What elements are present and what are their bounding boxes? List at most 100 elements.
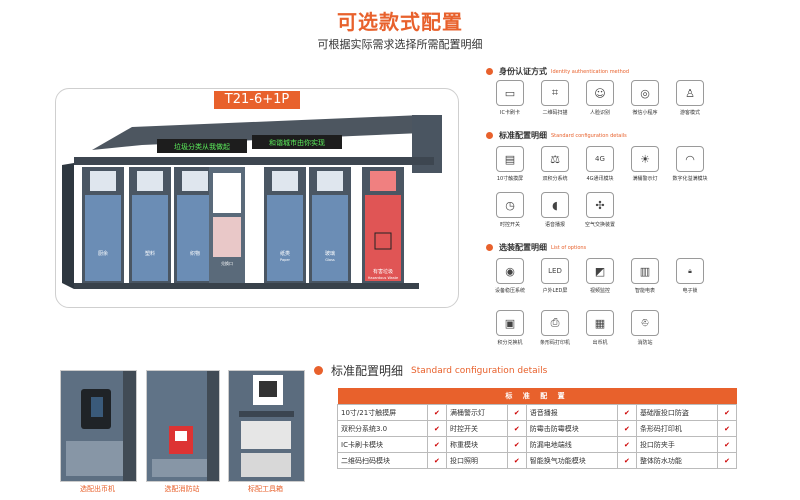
qrcode-icon: ⌗ (541, 80, 569, 106)
lamp-icon: ☀ (631, 146, 659, 172)
standard-label: 双积分系统 (542, 176, 568, 182)
check-icon: ✔ (616, 436, 637, 453)
check-icon: ✔ (616, 420, 637, 437)
table-cell: 防霉击防霉模块 (525, 420, 618, 437)
recycling-station-image: 垃圾分类从我做起 和谐城市由你实现 厨余塑料织物兑换口纸类Paper玻璃Glas… (62, 115, 442, 289)
table-cell: 时控开关 (445, 420, 508, 437)
table-row: IC卡刷卡模块✔称重模块✔防漏电地端线✔投口防夹手✔ (337, 436, 737, 453)
option-item: ▥智能电表 (623, 258, 667, 294)
bin-label: 塑料 (145, 250, 155, 257)
table-row: 双积分系统3.0✔时控开关✔防霉击防霉模块✔条形码打印机✔ (337, 420, 737, 437)
standard-section-header: 标准配置明细 Standard configuration details (486, 130, 627, 141)
led-board-right: 和谐城市由你实现 (269, 138, 325, 147)
page-subtitle: 可根据实际需求选择所需配置明细 (317, 38, 483, 51)
identity-item: ⌗二维码扫描 (533, 80, 577, 116)
bullet-dot (486, 68, 493, 75)
option-label: 视频监控 (589, 288, 610, 294)
bin-label: 织物 (190, 250, 200, 257)
option-item: ⛑︎消防站 (623, 310, 667, 346)
table-cell: 防漏电地端线 (525, 436, 618, 453)
identity-item: ♙游客模式 (668, 80, 712, 116)
identity-title: 身份认证方式 (499, 67, 547, 76)
option-label: 户外LED屏 (542, 288, 568, 294)
check-icon: ✔ (717, 404, 737, 421)
std-table-title: 标准配置明细 (331, 364, 404, 378)
card-icon: ▭ (496, 80, 524, 106)
std-table-title-en: Standard configuration details (411, 365, 548, 376)
photo-label: 选配出币机 (80, 485, 115, 493)
bin-label: 有害垃圾 (373, 268, 393, 275)
bin-label: 玻璃 (325, 250, 335, 257)
alarm-icon: ◉ (496, 258, 524, 284)
bin-label: 厨余 (98, 250, 108, 257)
fan-icon: ✣ (586, 192, 614, 218)
page-title: 可选款式配置 (337, 10, 463, 34)
photo-toolbox (228, 370, 305, 482)
bullet-dot (486, 132, 493, 139)
kiosk-unit: 兑换口 (209, 167, 245, 283)
identity-section-header: 身份认证方式 Identity authentication method (486, 66, 629, 77)
table-row: 10寸/21寸触摸屏✔满桶警示灯✔语音播报✔基础版投口防盗✔ (337, 404, 737, 421)
model-tag: T21-6+1P (214, 91, 300, 109)
miniprogram-icon: ◎ (631, 80, 659, 106)
bag-icon: ▦ (586, 310, 614, 336)
standard-item: ☀满桶警示灯 (623, 146, 667, 182)
table-caption: 标 准 配 置 (337, 388, 737, 405)
table-cell: 满桶警示灯 (445, 404, 508, 421)
exchange-icon: ▣ (496, 310, 524, 336)
table-cell: 双积分系统3.0 (337, 420, 428, 437)
table-cell: 基础版投口防盗 (635, 404, 719, 421)
identity-label: 游客模式 (679, 110, 700, 116)
check-icon: ✔ (717, 452, 737, 469)
standard-config-table: 标 准 配 置 10寸/21寸触摸屏✔满桶警示灯✔语音播报✔基础版投口防盗✔双积… (337, 388, 737, 469)
standard-item: ◷ 时控开关 (488, 192, 532, 228)
standard-item: ✣ 空气交换装置 (578, 192, 622, 228)
table-cell: 二维码扫码模块 (337, 452, 428, 469)
standard-label: 时控开关 (499, 222, 520, 228)
identity-title-en: Identity authentication method (551, 68, 629, 75)
bin-unit: 厨余 (82, 167, 124, 283)
table-cell: 语音播报 (525, 404, 618, 421)
standard-label: 4G通讯模块 (586, 176, 614, 182)
hazard-icon (374, 232, 392, 250)
check-icon: ✔ (717, 436, 737, 453)
option-label: 智能电表 (634, 288, 655, 294)
bin-unit: 塑料 (129, 167, 171, 283)
standard-label: 空气交换装置 (584, 222, 615, 228)
table-row: 二维码扫码模块✔投口照明✔智能换气功能模块✔整体防水功能✔ (337, 452, 737, 469)
gauge-icon: ◠ (676, 146, 704, 172)
option-item: ▣积分兑换机 (488, 310, 532, 346)
bin-label: 纸类 (280, 250, 290, 257)
clock-icon: ◷ (496, 192, 524, 218)
std-table-header: 标准配置明细 Standard configuration details (314, 362, 547, 379)
identity-item: ☺人脸识别 (578, 80, 622, 116)
table-cell: 投口照明 (445, 452, 508, 469)
printer-icon: ⎙ (541, 310, 569, 336)
table-cell: 投口防夹手 (635, 436, 719, 453)
option-label: 设备稳压系统 (494, 288, 525, 294)
options-title: 选装配置明细 (499, 243, 547, 252)
led-icon: LED (541, 258, 569, 284)
standard-title-en: Standard configuration details (551, 132, 627, 139)
table-cell: IC卡刷卡模块 (337, 436, 428, 453)
standard-label: 数字化溢满模块 (672, 176, 708, 182)
table-cell: 10寸/21寸触摸屏 (337, 404, 428, 421)
bullet-dot (486, 244, 493, 251)
option-label: 消防站 (637, 340, 653, 346)
speaker-icon: ◖ (541, 192, 569, 218)
option-item: ⎙条形码打印机 (533, 310, 577, 346)
identity-label: 人脸识别 (589, 110, 610, 116)
check-icon: ✔ (506, 452, 527, 469)
table-cell: 条形码打印机 (635, 420, 719, 437)
lock-icon: 🔒︎ (676, 258, 704, 284)
standard-title: 标准配置明细 (499, 131, 547, 140)
check-icon: ✔ (426, 420, 447, 437)
photo-label: 选配消防站 (164, 485, 200, 493)
check-icon: ✔ (426, 436, 447, 453)
option-item: 🔒︎电子锁 (668, 258, 712, 294)
photo-label: 标配工具箱 (248, 485, 283, 493)
options-title-en: List of options (551, 244, 587, 251)
